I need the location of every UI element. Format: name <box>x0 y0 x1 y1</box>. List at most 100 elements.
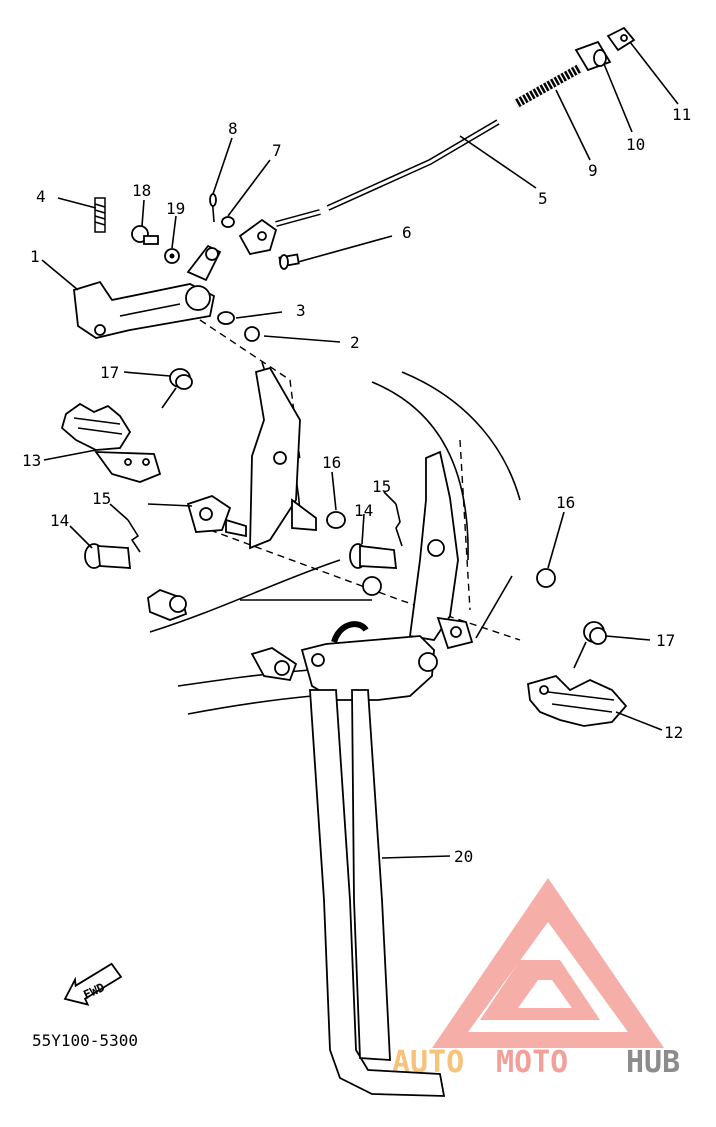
callout-5: 5 <box>538 189 548 208</box>
callout-10: 10 <box>626 135 645 154</box>
frame-bracket-hole <box>273 451 287 465</box>
callout-2: 2 <box>350 333 360 352</box>
footpeg-hole <box>124 458 132 466</box>
washer-7 <box>221 216 235 228</box>
washer-19-hole <box>169 253 175 259</box>
bracket-body <box>73 280 216 339</box>
spring-4 <box>94 197 106 233</box>
footpeg-teeth <box>73 417 123 435</box>
spring-leg <box>161 387 177 409</box>
bolt-2 <box>244 326 260 342</box>
bracket-rib <box>119 303 181 317</box>
sidestand-leg-outer <box>309 689 446 1097</box>
frame-dash <box>459 439 471 611</box>
bolt-18 <box>131 225 159 245</box>
leader-16b <box>547 511 565 569</box>
callout-1: 1 <box>30 247 40 266</box>
footrest-bracket <box>73 280 216 339</box>
leader-19 <box>171 215 177 249</box>
pin-6 <box>278 253 300 270</box>
callout-15-mid: 15 <box>372 477 391 496</box>
watermark-logo <box>432 878 664 1048</box>
watermark-inner-cut <box>518 980 572 1008</box>
spring-15-mid <box>395 503 403 547</box>
leader-5 <box>459 135 537 189</box>
spring-leg <box>573 641 587 669</box>
leader-lines <box>41 41 679 859</box>
washer-3 <box>217 311 235 325</box>
spring-17-right <box>573 621 607 669</box>
frame-bolts <box>147 576 382 682</box>
pivot-hole <box>450 626 462 638</box>
mount-hole <box>199 507 213 521</box>
leader-15b <box>383 491 397 505</box>
pin-14-left <box>84 543 132 569</box>
part-11 <box>606 26 636 52</box>
left-mount <box>186 495 247 538</box>
clevis-hole <box>257 231 267 241</box>
leader-17b <box>605 635 651 641</box>
callout-3: 3 <box>296 301 306 320</box>
pin-head <box>279 254 289 270</box>
leader-2 <box>263 335 341 343</box>
leader-3 <box>235 311 283 319</box>
footpeg-hole <box>142 458 150 466</box>
leader-11 <box>629 41 679 105</box>
spring-coils <box>94 203 106 226</box>
leader-1 <box>41 259 79 291</box>
footpeg-right-body <box>527 674 628 727</box>
leader-13 <box>43 449 97 461</box>
frame-line <box>371 381 469 561</box>
callout-17-right: 17 <box>656 631 675 650</box>
sidestand-leg-inner <box>351 689 391 1061</box>
callout-19: 19 <box>166 199 185 218</box>
callout-16-right: 16 <box>556 493 575 512</box>
bracket-hole <box>94 324 106 336</box>
spring-9 <box>513 64 583 108</box>
mount-spring <box>225 518 247 538</box>
sidestand-pivot <box>418 652 438 672</box>
rod-seg-inner <box>275 210 321 226</box>
leader-6 <box>297 235 393 263</box>
callout-12: 12 <box>664 723 683 742</box>
frame-bracket-right <box>408 450 474 650</box>
brake-arm <box>186 244 222 282</box>
leader-14a <box>69 525 93 549</box>
leader-8 <box>212 137 233 195</box>
cotter-pin-head <box>209 193 217 207</box>
sidestand-hook <box>331 621 369 644</box>
spring-15-left <box>127 519 141 553</box>
callout-8: 8 <box>228 119 238 138</box>
frame-bracket-right-hole <box>427 539 445 557</box>
footpeg-right <box>527 674 628 727</box>
frame-bracket-left <box>249 366 317 550</box>
part-11-hole <box>620 34 628 42</box>
frame-bracket-tab <box>291 498 317 531</box>
callout-14-left: 14 <box>50 511 69 530</box>
brake-arm-hole <box>205 247 219 261</box>
leader-7 <box>227 159 271 217</box>
callout-18: 18 <box>132 181 151 200</box>
fwd-arrow-icon: FWD <box>63 962 123 1006</box>
fwd-arrow-shape <box>63 962 123 1006</box>
leader-connector <box>475 575 513 639</box>
spring-coil <box>175 374 193 390</box>
sidestand-pivot <box>311 653 325 667</box>
leader-14b <box>361 513 365 545</box>
leader-17a <box>123 371 171 377</box>
footpeg-clevis <box>94 451 162 483</box>
frame-bolt-nut <box>169 595 187 613</box>
frame-bolt-nut <box>362 576 382 596</box>
spring-15-left-body <box>127 519 141 553</box>
rod-seg-inner <box>327 120 499 210</box>
leader-connector <box>147 503 193 507</box>
footpeg-right-teeth <box>547 691 615 713</box>
frame-line <box>401 371 521 501</box>
watermark-text-moto: MOTO <box>496 1045 568 1080</box>
bracket-pivot <box>185 285 211 311</box>
spring-17-left <box>161 368 193 409</box>
spring-9-coils <box>513 64 583 108</box>
footpeg-body <box>60 402 132 451</box>
